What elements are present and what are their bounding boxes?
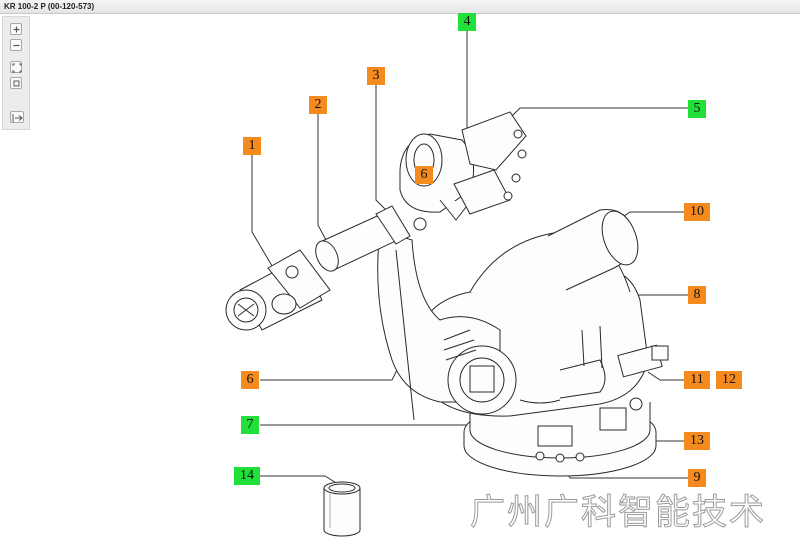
- arm-extension: [315, 205, 427, 272]
- callout-7[interactable]: 7: [241, 416, 259, 434]
- callout-14[interactable]: 14: [234, 467, 260, 485]
- leader-line-14: [255, 475, 339, 485]
- leader-line-1: [251, 154, 279, 277]
- actual-size-icon: [13, 80, 20, 87]
- panel-toggle-icon: [12, 114, 23, 122]
- callout-5[interactable]: 5: [688, 100, 706, 118]
- callout-3[interactable]: 3: [367, 67, 385, 85]
- actual-size-button[interactable]: [10, 77, 22, 89]
- wrist-assembly: [225, 249, 331, 331]
- callout-11[interactable]: 11: [684, 371, 710, 389]
- callout-10[interactable]: 10: [684, 203, 710, 221]
- fit-view-button[interactable]: [10, 61, 22, 73]
- link-arm: [377, 229, 517, 421]
- view-toolbar: [2, 16, 30, 130]
- callout-4[interactable]: 4: [458, 13, 476, 31]
- callout-2[interactable]: 2: [309, 96, 327, 114]
- leader-line-6: [260, 347, 409, 381]
- callout-6-upper[interactable]: 6: [415, 166, 433, 184]
- zoom-in-icon: [13, 26, 20, 33]
- callout-8[interactable]: 8: [688, 286, 706, 304]
- callout-13[interactable]: 13: [684, 432, 710, 450]
- base-turntable: [463, 310, 657, 477]
- leader-line-3: [375, 84, 387, 211]
- toggle-panel-button[interactable]: [10, 111, 24, 123]
- leader-line-11: [647, 371, 688, 381]
- robot-drawing: [225, 111, 669, 537]
- callout-1[interactable]: 1: [243, 137, 261, 155]
- zoom-out-icon: [13, 44, 20, 47]
- callout-6-lower[interactable]: 6: [241, 371, 259, 389]
- leader-line-2: [317, 113, 327, 241]
- axis-motor-a1: [617, 344, 669, 378]
- axis-motors-wrist: [453, 111, 527, 215]
- window-title: KR 100-2 P (00-120-573): [0, 0, 800, 14]
- watermark-text: 广州广科智能技术: [470, 493, 767, 534]
- arm-gear-housing: [399, 133, 475, 221]
- grease-can: [323, 481, 361, 537]
- zoom-out-button[interactable]: [10, 39, 22, 51]
- zoom-in-button[interactable]: [10, 23, 22, 35]
- fit-view-icon: [12, 63, 22, 73]
- callout-9[interactable]: 9: [688, 469, 706, 487]
- callout-12[interactable]: 12: [716, 371, 742, 389]
- counterbalance-cylinder: [547, 208, 639, 291]
